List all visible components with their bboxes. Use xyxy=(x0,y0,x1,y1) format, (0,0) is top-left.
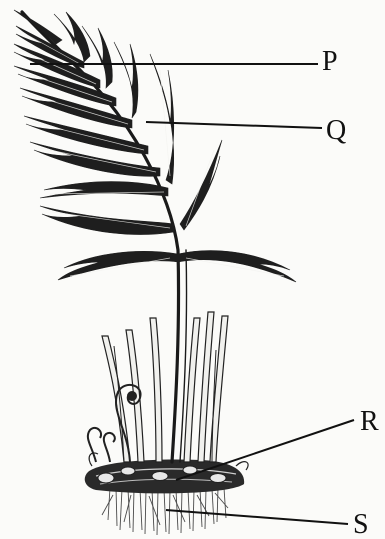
label-s: S xyxy=(353,511,369,539)
roots xyxy=(102,488,228,535)
label-p: P xyxy=(322,48,338,76)
fiddleheads xyxy=(88,385,141,462)
label-r: R xyxy=(360,408,379,436)
label-q: Q xyxy=(326,117,346,145)
rachis xyxy=(22,12,187,462)
